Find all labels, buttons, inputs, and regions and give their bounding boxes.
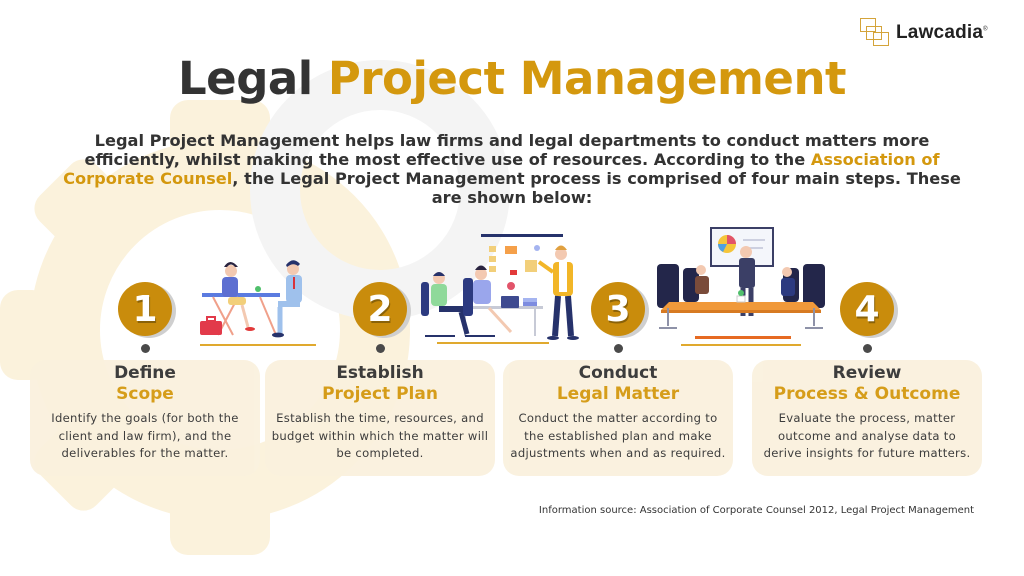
acc-link[interactable]: Association of Corporate Counsel bbox=[63, 150, 940, 188]
step-subheading: Scope bbox=[116, 384, 174, 404]
step-card: Define Scope Identify the goals (for bot… bbox=[30, 360, 260, 476]
step-subheading: Legal Matter bbox=[556, 384, 680, 404]
step-3-conduct-legal-matter: 3 Conduct Legal Matter Conduct the matte… bbox=[503, 282, 733, 477]
step-heading: Conduct bbox=[578, 363, 658, 383]
step-heading: Define bbox=[114, 363, 176, 383]
step-number-badge: 2 bbox=[353, 282, 407, 336]
page-title: Legal Project Management bbox=[0, 52, 1024, 105]
team-planning-illustration bbox=[415, 232, 590, 344]
step-heading: Review bbox=[832, 363, 902, 383]
step-description: Establish the time, resources, and budge… bbox=[271, 411, 489, 460]
step-4-review-process-outcome: 4 Review Process & Outcome Evaluate the … bbox=[752, 282, 982, 477]
step-number-badge: 4 bbox=[840, 282, 894, 336]
step-heading: Establish bbox=[336, 363, 424, 383]
logo-text: Lawcadia bbox=[896, 22, 984, 43]
connector-dot bbox=[140, 344, 150, 353]
step-card: Establish Project Plan Establish the tim… bbox=[265, 360, 495, 476]
title-part-legal: Legal bbox=[178, 52, 313, 105]
step-subheading: Process & Outcome bbox=[773, 384, 961, 404]
step-description: Evaluate the process, matter outcome and… bbox=[763, 411, 971, 460]
connector-dot bbox=[862, 344, 872, 353]
logo-squares-icon bbox=[860, 18, 890, 48]
information-source: Information source: Association of Corpo… bbox=[538, 505, 974, 516]
client-meeting-illustration bbox=[198, 255, 318, 347]
lawcadia-logo[interactable]: Lawcadia® bbox=[860, 18, 988, 48]
step-number-badge: 3 bbox=[591, 282, 645, 336]
step-2-establish-project-plan: 2 Establish Project Plan Establish the t… bbox=[265, 282, 495, 477]
step-description: Conduct the matter according to the esta… bbox=[510, 411, 726, 460]
title-part-project-management: Project Management bbox=[327, 52, 847, 105]
boardroom-presentation-illustration bbox=[655, 226, 827, 348]
connector-dot bbox=[375, 344, 385, 353]
step-subheading: Project Plan bbox=[322, 384, 438, 404]
step-number-badge: 1 bbox=[118, 282, 172, 336]
step-description: Identify the goals (for both the client … bbox=[51, 411, 239, 460]
intro-paragraph: Legal Project Management helps law firms… bbox=[63, 131, 961, 207]
step-card: Conduct Legal Matter Conduct the matter … bbox=[503, 360, 733, 476]
connector-dot bbox=[613, 344, 623, 353]
background-gear-tooth bbox=[170, 495, 270, 555]
step-1-define-scope: 1 Define Scope Identify the goals (for b… bbox=[30, 282, 260, 477]
step-card: Review Process & Outcome Evaluate the pr… bbox=[752, 360, 982, 476]
